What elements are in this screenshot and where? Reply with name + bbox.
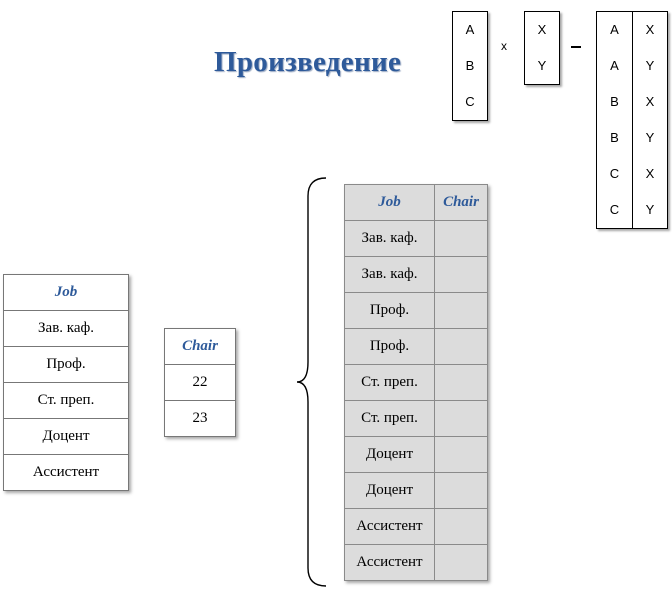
job-header: Job <box>3 274 129 311</box>
product-chair-cell <box>434 472 488 509</box>
mini-right-item: Y <box>537 58 547 73</box>
product-job-cell: Ст. преп. <box>344 364 435 401</box>
chair-header: Chair <box>164 328 236 365</box>
times-operator: x <box>501 39 507 53</box>
mini-result-left-item: A <box>610 58 619 73</box>
mini-right-item: X <box>537 22 547 37</box>
chair-table: Chair 22 23 <box>164 328 236 437</box>
mini-result-right-item: X <box>645 94 655 109</box>
mini-result-right-item: Y <box>645 130 655 145</box>
product-job-cell: Проф. <box>344 328 435 365</box>
job-cell: Зав. каф. <box>3 310 129 347</box>
mini-right-box: X Y <box>524 11 560 85</box>
mini-left-item: B <box>465 58 475 73</box>
job-cell: Ассистент <box>3 454 129 491</box>
mini-result-right-item: Y <box>645 202 655 217</box>
mini-left-item: C <box>465 94 475 109</box>
chair-cell: 23 <box>164 400 236 437</box>
product-chair-cell <box>434 364 488 401</box>
mini-result-right-item: Y <box>645 58 655 73</box>
mini-result-left-item: B <box>610 94 619 109</box>
product-chair-cell <box>434 256 488 293</box>
curly-brace-icon <box>296 177 327 587</box>
product-chair-cell <box>434 544 488 581</box>
product-job-cell: Доцент <box>344 436 435 473</box>
product-job-cell: Проф. <box>344 292 435 329</box>
mini-result-left-item: C <box>609 166 620 181</box>
product-header-job: Job <box>344 184 435 221</box>
chair-cell: 22 <box>164 364 236 401</box>
job-table: Job Зав. каф. Проф. Ст. преп. Доцент Асс… <box>3 274 129 491</box>
product-job-cell: Зав. каф. <box>344 256 435 293</box>
product-job-cell: Ассистент <box>344 508 435 545</box>
product-chair-cell <box>434 436 488 473</box>
mini-result-left-item: A <box>610 22 619 37</box>
product-chair-cell <box>434 400 488 437</box>
job-cell: Ст. преп. <box>3 382 129 419</box>
product-chair-cell <box>434 328 488 365</box>
mini-result-left-item: B <box>610 130 619 145</box>
product-chair-cell <box>434 292 488 329</box>
product-job-cell: Ассистент <box>344 544 435 581</box>
mini-result-left-item: C <box>609 202 620 217</box>
page-title: Произведение <box>214 46 402 78</box>
product-job-cell: Доцент <box>344 472 435 509</box>
mini-left-item: A <box>465 22 475 37</box>
product-chair-cell <box>434 220 488 257</box>
product-job-cell: Ст. преп. <box>344 400 435 437</box>
product-job-cell: Зав. каф. <box>344 220 435 257</box>
mini-left-box: A B C <box>452 11 488 121</box>
job-cell: Проф. <box>3 346 129 383</box>
mini-result-box: A A B B C C X Y X Y X Y <box>596 11 668 229</box>
mini-result-right-item: X <box>645 166 655 181</box>
job-cell: Доцент <box>3 418 129 455</box>
mini-result-right-item: X <box>645 22 655 37</box>
equals-operator <box>571 46 581 48</box>
product-table: Job Chair Зав. каф. Зав. каф. Проф. Проф… <box>344 184 488 581</box>
product-chair-cell <box>434 508 488 545</box>
product-header-chair: Chair <box>434 184 488 221</box>
